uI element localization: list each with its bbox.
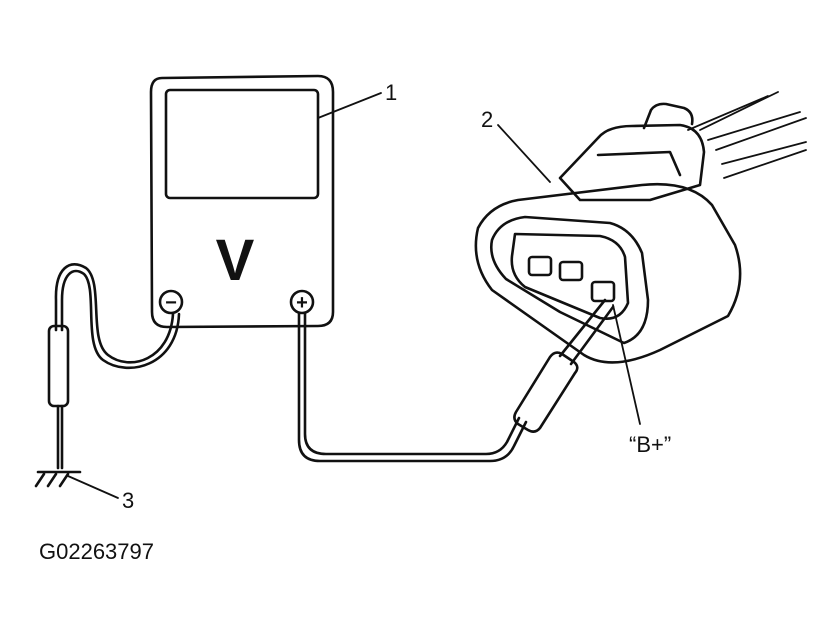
terminal-cavity-b-plus xyxy=(590,280,616,303)
voltmeter: V − + xyxy=(149,74,335,329)
connector-latch xyxy=(558,123,706,202)
terminal-cavity-1 xyxy=(527,255,553,277)
negative-probe-handle xyxy=(47,324,70,408)
b-plus-label: “B+” xyxy=(629,432,671,457)
positive-probe-handle xyxy=(513,351,579,433)
voltmeter-display xyxy=(164,88,320,200)
figure-code: G02263797 xyxy=(39,539,154,564)
positive-terminal-sign: + xyxy=(296,292,308,314)
positive-terminal xyxy=(289,289,315,315)
harness-connector xyxy=(474,102,742,364)
callout-2: 2 xyxy=(481,107,493,132)
connector-wires xyxy=(687,91,807,179)
callout-leaders xyxy=(67,92,641,499)
negative-terminal-sign: − xyxy=(165,292,177,314)
voltmeter-v-symbol: V xyxy=(216,228,255,293)
ground-symbol xyxy=(34,470,82,488)
negative-terminal xyxy=(158,289,184,315)
negative-lead xyxy=(47,263,181,470)
callout-1: 1 xyxy=(385,80,397,105)
terminal-cavity-2 xyxy=(558,260,584,282)
positive-lead xyxy=(297,298,615,463)
callout-3: 3 xyxy=(122,488,134,513)
